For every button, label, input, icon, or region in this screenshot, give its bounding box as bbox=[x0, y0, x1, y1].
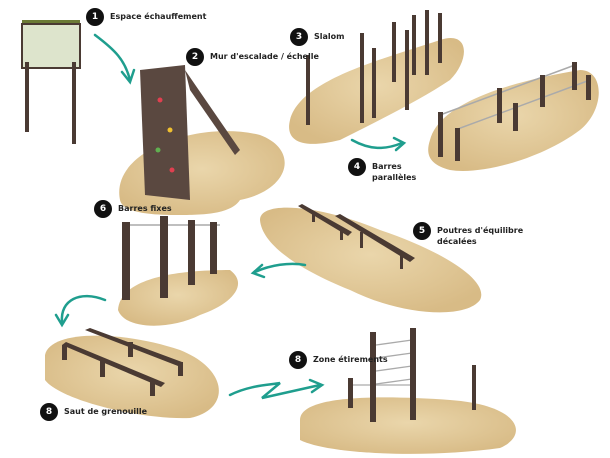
station-number-badge: 1 bbox=[86, 8, 104, 26]
station-label-3: 3 Slalom bbox=[290, 28, 344, 46]
frog-jump bbox=[62, 328, 183, 396]
balance-beams bbox=[298, 204, 415, 269]
station-label-1: 1 Espace échauffement bbox=[86, 8, 206, 26]
stretching-frame bbox=[348, 328, 476, 422]
station-number-badge: 3 bbox=[290, 28, 308, 46]
station-label-8: 8 Zone étirements bbox=[289, 351, 388, 369]
station-number-badge: 6 bbox=[94, 200, 112, 218]
station-label-2: 2 Mur d'escalade / échelle bbox=[186, 48, 319, 66]
station-name: Barres bbox=[372, 162, 402, 171]
station-name: Saut de grenouille bbox=[64, 407, 148, 416]
slalom-posts bbox=[306, 10, 442, 125]
warmup-sign bbox=[21, 20, 81, 144]
path-arrows bbox=[54, 33, 407, 400]
fixed-bars bbox=[122, 216, 220, 300]
station-number-badge: 2 bbox=[186, 48, 204, 66]
station-name: Espace échauffement bbox=[110, 12, 207, 21]
station-number-badge: 8 bbox=[289, 351, 307, 369]
station-number-badge: 5 bbox=[413, 222, 431, 240]
station-label-5: 5 Poutres d'équilibre décalées bbox=[413, 222, 523, 247]
sand-pad-fixed-bars bbox=[118, 270, 239, 326]
station-name: Zone étirements bbox=[313, 355, 388, 364]
sand-pad-slalom bbox=[289, 38, 464, 144]
station-number-badge: 4 bbox=[348, 158, 366, 176]
station-name: Poutres d'équilibre bbox=[437, 226, 524, 235]
sand-pad-balance bbox=[260, 207, 482, 313]
station-name-line2: parallèles bbox=[372, 173, 417, 182]
station-label-7: 8 Saut de grenouille bbox=[40, 403, 147, 421]
sand-pad-stretch bbox=[300, 397, 516, 454]
station-number-badge: 8 bbox=[40, 403, 58, 421]
station-label-4: 4 Barres parallèles bbox=[348, 158, 416, 183]
climbing-wall bbox=[140, 65, 240, 200]
station-label-6: 6 Barres fixes bbox=[94, 200, 172, 218]
station-name-line2: décalées bbox=[437, 237, 477, 246]
station-name: Slalom bbox=[314, 32, 345, 41]
station-name: Mur d'escalade / échelle bbox=[210, 52, 319, 61]
station-name: Barres fixes bbox=[118, 204, 172, 213]
parallel-bars bbox=[438, 62, 591, 161]
